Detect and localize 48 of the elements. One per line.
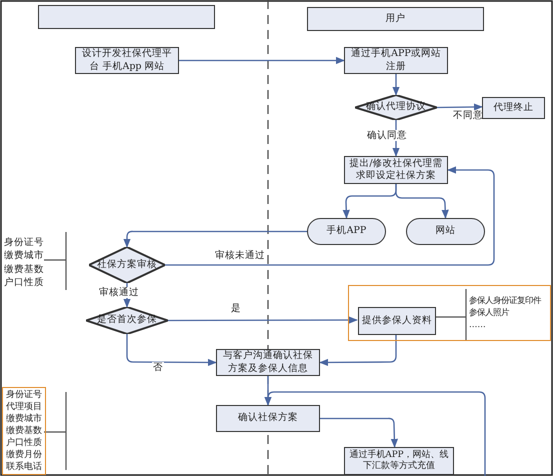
annotation-box: [348, 285, 551, 341]
note-text: 缴费城市: [6, 413, 42, 426]
arrow: [179, 56, 345, 64]
edge-label: 不同意: [452, 110, 484, 122]
note-text: ……: [469, 318, 487, 331]
process-box: 提供参保人资料: [358, 307, 436, 335]
arrow: [437, 103, 483, 111]
process-box: 与客户沟通确认社保方案及参保人信息: [216, 349, 320, 376]
decision-diamond: 确认代理协议: [355, 95, 437, 120]
arrow: [395, 184, 449, 219]
note-text: 参保人身份证复印件: [469, 294, 541, 306]
arrow: [126, 334, 217, 366]
arrow: [319, 334, 397, 366]
arrow: [165, 166, 495, 266]
edge-label: 是: [230, 303, 242, 314]
terminal-box: 手机APP: [307, 218, 386, 245]
decision-diamond: 是否首次参保: [86, 307, 168, 334]
arrow: [168, 316, 358, 324]
process-box: 提出/修改社保代理需求即设定社保方案: [344, 156, 448, 184]
note-text: 代理项目: [6, 401, 42, 414]
edge-label: 确认同意: [366, 130, 408, 142]
terminal-box: 网站: [406, 218, 485, 245]
decision-diamond: 社保方案审核: [89, 247, 165, 283]
arrow: [264, 391, 486, 476]
process-box: 代理终止: [482, 97, 545, 119]
note-text: 参保人照片: [469, 306, 510, 318]
note-text: 联系电话: [6, 460, 42, 473]
lane-header: [38, 5, 215, 29]
arrow: [392, 74, 400, 96]
edge-label: 否: [152, 362, 164, 374]
note-text: 缴费基数: [6, 425, 42, 437]
note-text: 户口性质: [4, 276, 44, 290]
note-text: 缴费月份: [6, 448, 42, 461]
note-text: 缴费基数: [4, 262, 44, 276]
process-box: 通过手机APP，网站、线下汇款等方式充值: [344, 447, 454, 475]
process-box: 设计开发社保代理平台 手机App 网站: [75, 47, 179, 74]
process-box: 通过手机APP或网站注册: [344, 47, 448, 74]
edge-label: 审核未通过: [214, 250, 266, 262]
note-text: 缴费城市: [4, 249, 44, 263]
annotation-box: [2, 387, 46, 475]
note-text: 户口性质: [6, 436, 42, 449]
edge-label: 审核通过: [98, 287, 140, 298]
arrow: [320, 418, 398, 448]
arrow: [123, 230, 307, 248]
note-text: 身份证号: [6, 389, 42, 402]
process-box: 确认社保方案: [216, 405, 320, 432]
lane-header: 用户: [307, 7, 484, 31]
note-text: 身份证号: [4, 236, 44, 250]
